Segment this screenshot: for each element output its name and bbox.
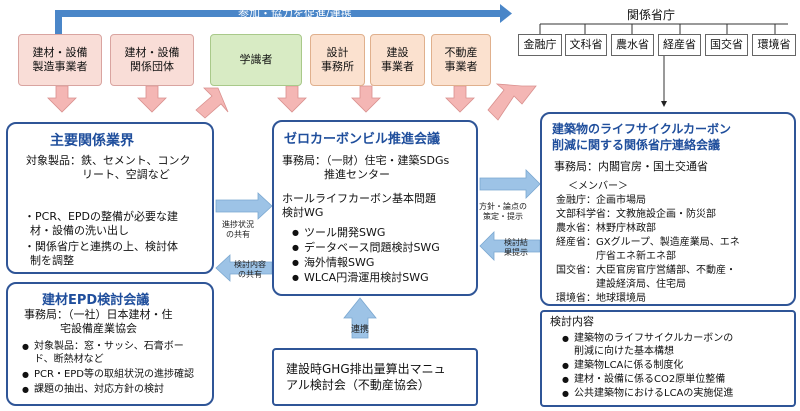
topic-item: 建築物のライフサイクルカーボンの <box>562 332 733 345</box>
industry-line: ・関係省庁と連携の上、検討体 <box>24 240 178 253</box>
topic-item-cont: 削減に向けた基本構想 <box>574 346 674 357</box>
liaison-panel: 建築物のライフサイクルカーボン 削減に関する関係省庁連絡会議 事務局：内閣官房・… <box>540 112 796 306</box>
banner-label: 参加・協力を促進/連携 <box>238 7 352 20</box>
epd-title: 建材EPD検討会議 <box>42 293 150 308</box>
topic-item: 公共建築物におけるLCAの実施促進 <box>562 387 733 400</box>
ministry-mext: 文科省 <box>565 34 607 56</box>
council-wg: ホールライフカーボン基本問題 <box>282 192 436 205</box>
ministry-fsa: 金融庁 <box>518 34 562 56</box>
label-share-progress: 進捗状況の共有 <box>222 220 254 239</box>
council-swg: 海外情報SWG <box>292 256 374 270</box>
industry-line: 対象製品：鉄、セメント、コンク <box>26 154 191 167</box>
ministry-maff: 農水省 <box>611 34 654 56</box>
ministries-title: 関係省庁 <box>627 8 676 22</box>
industry-line: 材・設備の洗い出し <box>30 224 129 237</box>
council-office: 事務局：（一財）住宅・建築SDGs <box>282 154 450 167</box>
topics-title: 検討内容 <box>550 315 594 328</box>
epd-office: 宅設備産業協会 <box>60 322 137 335</box>
council-swg: ツール開発SWG <box>292 226 385 240</box>
liaison-title: 削減に関する関係省庁連絡会議 <box>552 138 721 152</box>
epd-bullet-cont: ド、断熱材など <box>34 354 104 365</box>
stakeholder-academics: 学識者 <box>210 34 302 86</box>
epd-bullet: PCR・EPD等の取組状況の進捗確認 <box>22 368 194 381</box>
stakeholder-manufacturers: 建材・設備 製造事業者 <box>18 34 102 86</box>
label-cooperate: 連携 <box>350 325 369 335</box>
industry-line: ・PCR、EPDの整備が必要な建 <box>24 210 179 223</box>
ministries-bracket <box>539 23 788 107</box>
liaison-office: 事務局：内閣官房・国土交通省 <box>554 160 708 173</box>
epd-panel: 建材EPD検討会議 事務局：（一社）日本建材・住 宅設備産業協会 対象製品：窓・… <box>6 282 214 406</box>
liaison-title: 建築物のライフサイクルカーボン <box>552 122 732 136</box>
stakeholder-construction: 建設 事業者 <box>370 34 425 86</box>
council-wg: 検討WG <box>282 206 324 219</box>
council-swg: WLCA円滑運用検討SWG <box>292 271 429 285</box>
ministry-mlit: 国交省 <box>705 34 748 56</box>
industry-line: 制を調整 <box>30 254 74 267</box>
member-line: 農水省：林野庁林政部 <box>556 223 656 234</box>
ghg-line: 建設時GHG排出量算出マニュ <box>286 362 446 376</box>
stakeholder-design-offices: 設計 事務所 <box>310 34 365 86</box>
stakeholder-real-estate: 不動産 事業者 <box>431 34 491 86</box>
share-arrows <box>215 192 273 282</box>
ghg-line: アル検討会（不動産協会） <box>286 378 430 392</box>
label-results: 検討結果提示 <box>504 238 528 257</box>
topics-panel: 検討内容 建築物のライフサイクルカーボンの 削減に向けた基本構想 建築物LCAに… <box>540 310 796 407</box>
council-office: 推進センター <box>324 168 390 181</box>
cooperate-arrow <box>343 297 377 339</box>
member-line: 国交省：大臣官房官庁営繕部、不動産・ <box>556 265 736 276</box>
industry-title: 主要関係業界 <box>50 133 134 149</box>
epd-office: 事務局：（一社）日本建材・住 <box>24 308 173 321</box>
policy-arrows <box>479 169 541 261</box>
member-line: 環境省：地球環境局 <box>556 293 646 304</box>
member-line: 経産省：GXグループ、製造産業局、エネ <box>556 237 740 248</box>
members-label: ＜メンバー＞ <box>568 181 628 192</box>
stakeholder-arrows <box>47 83 537 121</box>
member-line: 建設経済局、住宅局 <box>556 279 686 290</box>
member-line: 文部科学省：文教施設企画・防災部 <box>556 209 716 220</box>
industry-panel: 主要関係業界 対象製品：鉄、セメント、コンク リート、空調など ・PCR、EPD… <box>6 122 214 274</box>
label-policy: 方針・論点の策定・提示 <box>479 202 527 221</box>
label-share-content: 検討内容の共有 <box>234 260 266 279</box>
topic-item: 建材・設備に係るCO2原単位整備 <box>562 373 725 386</box>
member-line: 金融庁：企画市場局 <box>556 195 646 206</box>
topic-item: 建築物LCAに係る制度化 <box>562 359 683 372</box>
industry-line: リート、空調など <box>82 168 170 181</box>
epd-bullet: 課題の抽出、対応方針の検討 <box>22 383 164 396</box>
ghg-panel: 建設時GHG排出量算出マニュ アル検討会（不動産協会） <box>272 348 478 406</box>
council-title: ゼロカーボンビル推進会議 <box>284 132 441 147</box>
council-panel: ゼロカーボンビル推進会議 事務局：（一財）住宅・建築SDGs 推進センター ホー… <box>272 120 478 296</box>
ministry-meti: 経産省 <box>658 34 701 56</box>
council-swg: データベース問題検討SWG <box>292 241 440 255</box>
epd-bullet: 対象製品：窓・サッシ、石膏ボー <box>22 340 184 353</box>
ministry-moe: 環境省 <box>752 34 796 56</box>
banner-arrow <box>55 4 512 34</box>
stakeholder-associations: 建材・設備 関係団体 <box>110 34 194 86</box>
member-line: 庁省エネ新エネ部 <box>556 251 676 262</box>
